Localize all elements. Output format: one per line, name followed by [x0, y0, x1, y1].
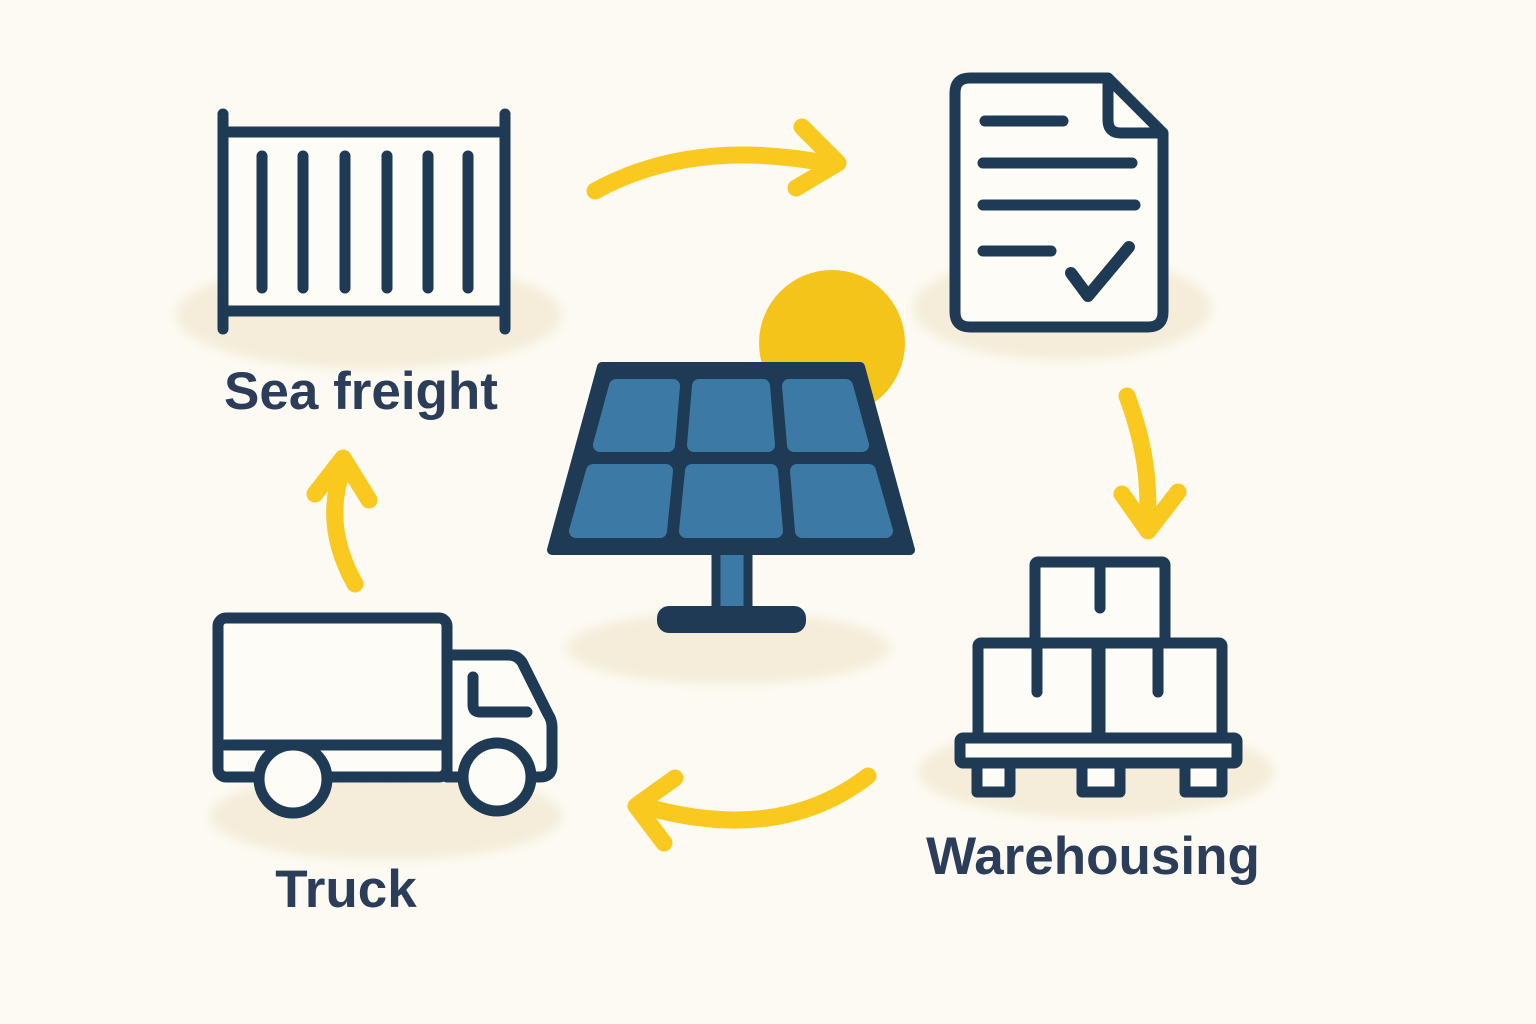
- arrow-warehousing-to-truck-icon: [627, 767, 877, 852]
- truck-label: Truck: [275, 860, 417, 919]
- wheel: [253, 739, 333, 819]
- arrow-truck-to-sea-freight-icon: [306, 449, 378, 593]
- wheel: [457, 737, 537, 817]
- cab-window: [467, 671, 533, 718]
- solar-panel-icon: [547, 362, 915, 633]
- pallet-boxes-icon: [954, 556, 1243, 798]
- arrow-sea-freight-to-documents-icon: [586, 118, 847, 200]
- truck-icon: [212, 612, 558, 819]
- arrow-documents-to-warehousing-icon: [1113, 387, 1187, 540]
- shadow-ellipse: [566, 612, 890, 684]
- sea-freight-label: Sea freight: [224, 362, 498, 421]
- checkmark-icon: [1065, 241, 1135, 302]
- document-checklist-icon: [949, 72, 1169, 333]
- shipping-container-icon: [217, 108, 511, 335]
- warehousing-label: Warehousing: [926, 827, 1260, 886]
